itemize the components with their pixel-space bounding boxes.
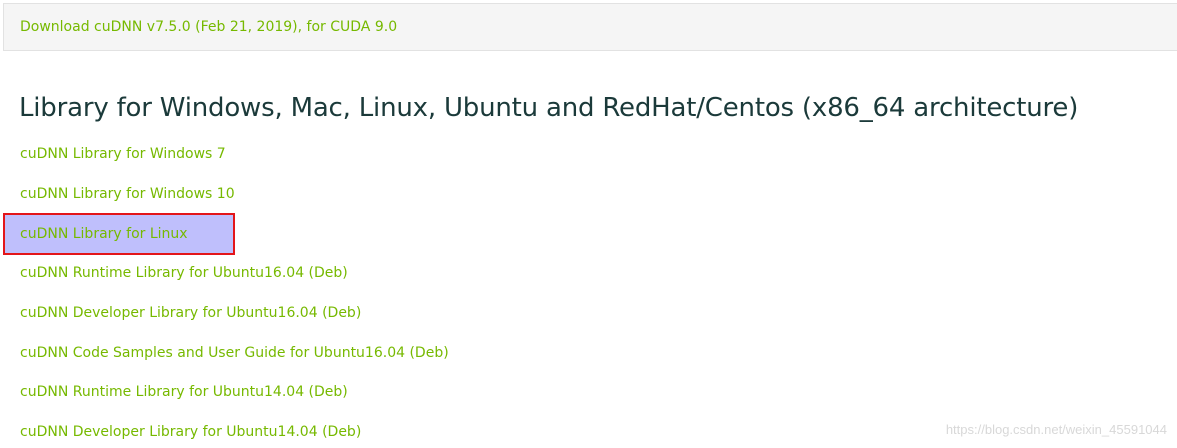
download-cudnn-link[interactable]: Download cuDNN v7.5.0 (Feb 21, 2019), fo… bbox=[20, 19, 398, 35]
link-cudnn-samples-guide-ubuntu1604-deb[interactable]: cuDNN Code Samples and User Guide for Ub… bbox=[20, 345, 449, 361]
link-cudnn-library-linux[interactable]: cuDNN Library for Linux bbox=[20, 225, 188, 243]
watermark-text: https://blog.csdn.net/weixin_45591044 bbox=[945, 422, 1167, 437]
link-cudnn-developer-ubuntu1404-deb[interactable]: cuDNN Developer Library for Ubuntu14.04 … bbox=[20, 424, 362, 440]
link-cudnn-runtime-ubuntu1404-deb[interactable]: cuDNN Runtime Library for Ubuntu14.04 (D… bbox=[20, 384, 348, 400]
link-cudnn-library-windows-10[interactable]: cuDNN Library for Windows 10 bbox=[20, 186, 235, 202]
link-cudnn-developer-ubuntu1604-deb[interactable]: cuDNN Developer Library for Ubuntu16.04 … bbox=[20, 305, 362, 321]
link-cudnn-library-windows-7[interactable]: cuDNN Library for Windows 7 bbox=[20, 146, 226, 162]
section-heading: Library for Windows, Mac, Linux, Ubuntu … bbox=[19, 93, 1079, 123]
link-cudnn-runtime-ubuntu1604-deb[interactable]: cuDNN Runtime Library for Ubuntu16.04 (D… bbox=[20, 265, 348, 281]
download-bar: Download cuDNN v7.5.0 (Feb 21, 2019), fo… bbox=[3, 3, 1177, 51]
